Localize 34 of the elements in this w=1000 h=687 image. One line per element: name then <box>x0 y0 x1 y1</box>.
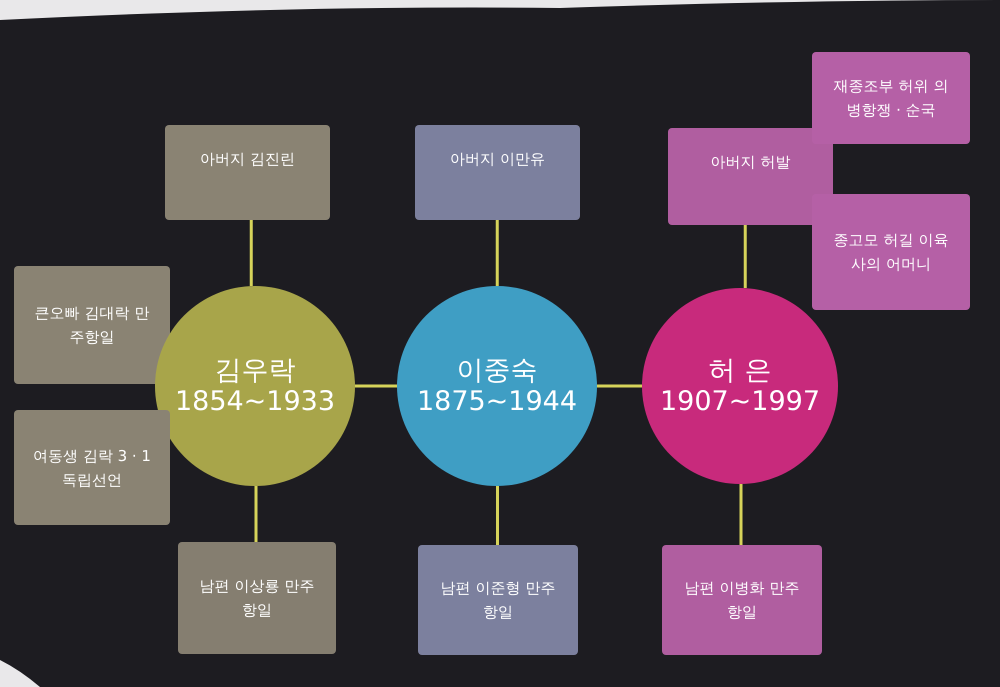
relative-box <box>418 545 578 655</box>
person-name: 김우락 <box>214 354 296 386</box>
relative-label: 여동생 김락 3 · 1독립선언 <box>32 446 152 490</box>
life-years: 1875~1944 <box>416 386 578 418</box>
relative-label: 큰오빠 김대락 만주항일 <box>34 303 150 348</box>
relative-label: 아버지 이만유 <box>450 149 545 170</box>
relative-box <box>662 545 822 655</box>
relative-label: 남편 이병화 만주항일 <box>684 578 800 623</box>
relative-label: 아버지 김진린 <box>200 149 295 170</box>
relative-box <box>178 542 336 654</box>
relative-box <box>812 52 970 144</box>
life-years: 1854~1933 <box>174 386 336 418</box>
connector-line <box>744 225 747 288</box>
relative-box <box>812 194 970 310</box>
connector-line <box>250 220 253 286</box>
life-years: 1907~1997 <box>660 386 820 418</box>
connector-line <box>254 486 258 542</box>
connector-line <box>597 384 642 388</box>
person-name: 이중숙 <box>456 354 538 386</box>
relative-box <box>14 266 170 384</box>
relative-label: 아버지 허발 <box>710 152 790 173</box>
relative-label: 남편 이상룡 만주항일 <box>198 576 316 621</box>
person-name: 허 은 <box>708 354 772 386</box>
relative-label: 남편 이준형 만주항일 <box>440 578 556 623</box>
relative-box <box>14 410 170 525</box>
relative-box <box>165 125 330 220</box>
connector-line <box>496 486 499 545</box>
connector-line <box>496 220 499 286</box>
connector-line <box>740 484 742 545</box>
relative-label: 종고모 허길 이육사의 어머니 <box>832 230 950 275</box>
connector-line <box>355 384 397 388</box>
relative-box <box>668 128 833 225</box>
relative-label: 재종조부 허위 의병항쟁 · 순국 <box>832 76 950 121</box>
relative-box <box>415 125 580 220</box>
